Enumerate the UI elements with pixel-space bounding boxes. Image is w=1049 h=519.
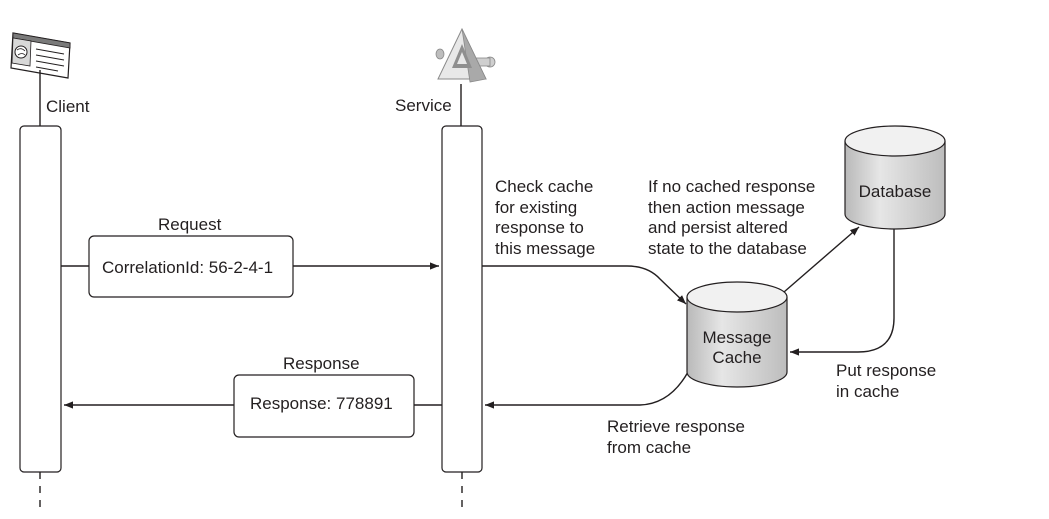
retrieve-response-line2: from cache (607, 438, 691, 457)
service-activation-bar (441, 125, 483, 473)
check-cache-line4: this message (495, 239, 595, 258)
request-correlation-id: CorrelationId: 56-2-4-1 (102, 258, 273, 277)
message-cache-label-line1: Message (703, 328, 772, 347)
check-cache-annotation: Check cache for existing response to thi… (495, 177, 595, 258)
database-cylinder (844, 125, 946, 230)
response-message-box (233, 374, 415, 438)
check-cache-line2: for existing (495, 198, 577, 217)
if-no-cached-line1: If no cached response (648, 177, 815, 196)
if-no-cached-annotation: If no cached response then action messag… (648, 177, 815, 258)
put-response-line1: Put response (836, 361, 936, 380)
put-response-arrow (790, 226, 895, 356)
retrieve-response-arrow (485, 371, 689, 409)
service-pyramid-icon (435, 27, 496, 83)
put-response-line2: in cache (836, 382, 899, 401)
persist-to-database-arrow (783, 226, 860, 293)
check-cache-arrow (482, 265, 687, 305)
check-cache-line1: Check cache (495, 177, 593, 196)
if-no-cached-line2: then action message (648, 198, 805, 217)
check-cache-line3: response to (495, 218, 584, 237)
client-activation-bar (19, 125, 62, 473)
client-label: Client (46, 97, 90, 116)
client-computer-icon (10, 32, 71, 79)
if-no-cached-line3: and persist altered (648, 218, 788, 237)
if-no-cached-line4: state to the database (648, 239, 807, 258)
service-label: Service (395, 96, 452, 115)
response-label: Response (283, 354, 360, 373)
retrieve-response-annotation: Retrieve response from cache (607, 417, 745, 457)
response-value: Response: 778891 (250, 394, 393, 413)
message-cache-cylinder (686, 281, 788, 388)
put-response-annotation: Put response in cache (836, 361, 936, 401)
message-cache-label-line2: Cache (712, 348, 761, 367)
request-message-box (88, 235, 294, 298)
request-label: Request (158, 215, 222, 234)
database-label: Database (859, 182, 932, 201)
retrieve-response-line1: Retrieve response (607, 417, 745, 436)
